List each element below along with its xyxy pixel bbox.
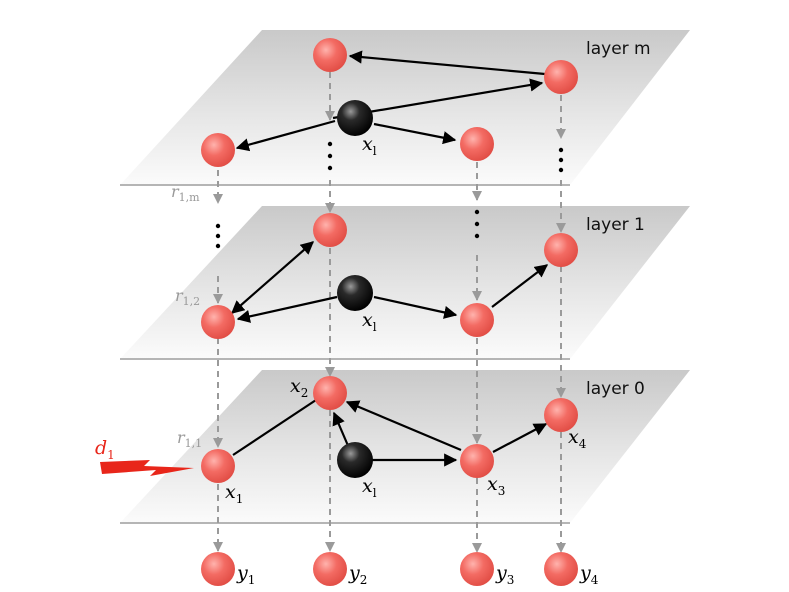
dot [215, 223, 221, 229]
dot [558, 157, 564, 163]
leader-node [337, 100, 373, 136]
dot [327, 165, 333, 171]
edge-m-b-a [348, 50, 546, 76]
agent-node [201, 133, 235, 167]
label-x4: x4 [568, 426, 587, 451]
dot [558, 147, 564, 153]
agent-node [460, 303, 494, 337]
layer-1-label: layer 1 [586, 215, 645, 235]
leader-node [337, 442, 373, 478]
output-node-y1 [201, 552, 235, 586]
edge-1-l-d [373, 295, 458, 319]
ellipsis-dots [215, 141, 564, 249]
output-node-y4 [544, 552, 578, 586]
relay-label-11: r1,1 [177, 428, 202, 450]
agent-node [313, 38, 347, 72]
edge-1-d-b [491, 264, 549, 308]
agent-node-x2 [313, 376, 347, 410]
relay-label-1m: r1,m [171, 182, 200, 204]
relay-label-12: r1,2 [175, 286, 200, 308]
label-x2: x2 [290, 375, 308, 400]
dot [327, 153, 333, 159]
output-node-y3 [460, 552, 494, 586]
leader-node [337, 275, 373, 311]
layer-1-edges [231, 241, 549, 323]
label-x3: x3 [487, 473, 505, 498]
agent-node [460, 127, 494, 161]
label-xl-top: xl [362, 133, 377, 158]
disturbance-label: d1 [95, 437, 115, 462]
edge-1-l-c [236, 295, 338, 323]
layer-0-label: layer 0 [586, 379, 645, 399]
label-xl-mid: xl [362, 309, 377, 334]
edge-0-x3-x2 [345, 400, 462, 452]
dot [327, 141, 333, 147]
dot [474, 233, 480, 239]
label-y1: y1 [236, 562, 255, 587]
dot [474, 209, 480, 215]
label-x1: x1 [225, 481, 243, 506]
agent-node-x3 [460, 444, 494, 478]
edge-0-x1-x2 [232, 399, 317, 456]
vertical-links [213, 72, 566, 553]
label-y3: y3 [495, 562, 514, 587]
dot [474, 221, 480, 227]
agent-node [544, 60, 578, 94]
edge-1-a-c [231, 241, 314, 314]
label-y4: y4 [579, 562, 599, 587]
agent-node-x1 [201, 449, 235, 483]
dot [558, 167, 564, 173]
layer-m-label: layer m [586, 39, 651, 59]
output-node-y2 [313, 552, 347, 586]
agent-node [313, 213, 347, 247]
edge-m-l-d [373, 122, 457, 145]
disturbance-bolt-icon [100, 460, 194, 476]
edge-0-l-x2 [332, 411, 351, 449]
agent-node-x4 [544, 398, 578, 432]
layer-0-edges [232, 399, 548, 467]
dot [215, 233, 221, 239]
label-xl-bot: xl [362, 475, 377, 500]
edge-0-x3-x4 [492, 423, 548, 453]
edge-m-l-c [235, 119, 336, 152]
label-y2: y2 [348, 562, 367, 587]
dot [215, 243, 221, 249]
agent-node [544, 233, 578, 267]
agent-node [201, 305, 235, 339]
